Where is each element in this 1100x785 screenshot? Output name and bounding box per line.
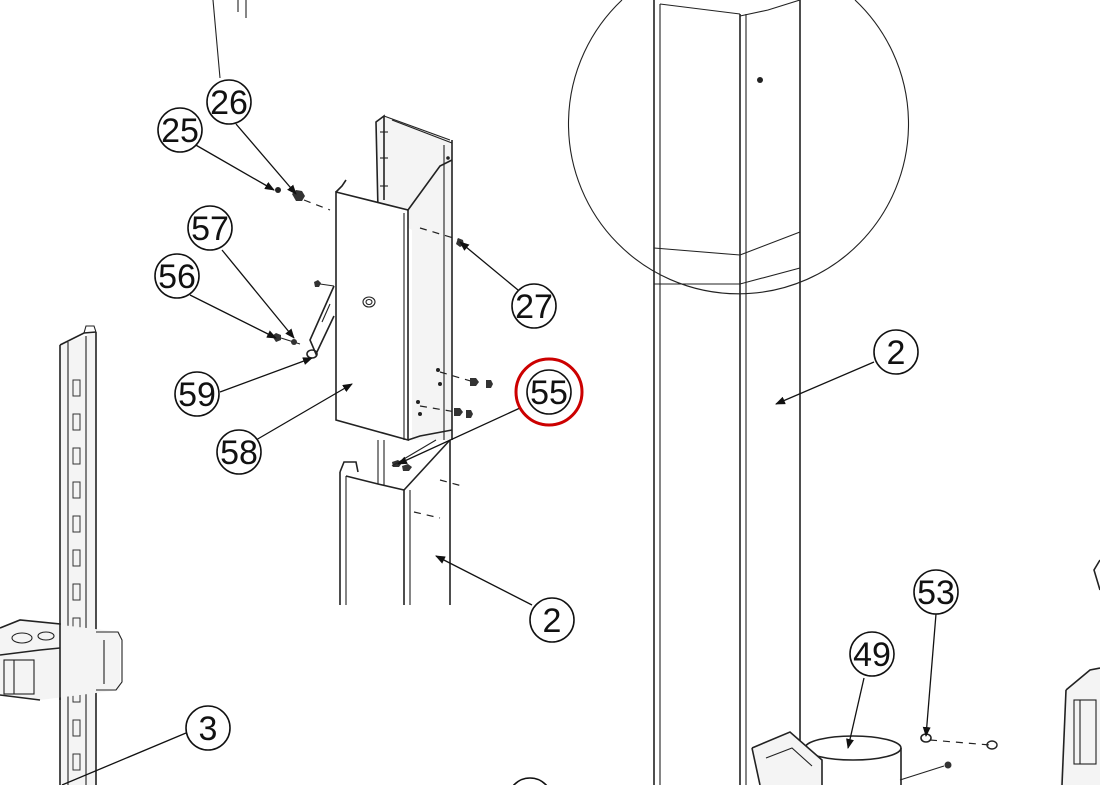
callout-3: 3 [185,705,231,751]
tall-column-2 [653,0,801,785]
callout-26: 26 [206,79,252,125]
rack-slot [72,481,81,499]
leader-lines [61,123,937,785]
rack-slot [72,583,81,601]
callout-52-label: 52 [511,782,549,785]
rack-slot [72,719,81,737]
callout-59-label: 59 [178,376,216,414]
lower-column-2 [339,439,451,605]
bracket-58 [309,114,453,442]
callout-58-label: 58 [220,434,258,472]
callout-3-label: 3 [199,710,218,748]
callout-56: 56 [154,253,200,299]
callout-59: 59 [174,371,220,417]
callout-56-label: 56 [158,258,196,296]
left-rack-column [0,325,123,785]
highlight-ring [514,357,584,427]
fasteners [272,187,493,519]
callout-55: 55 [514,357,584,427]
rack-slot [72,447,81,465]
callout-53: 53 [913,569,959,615]
rack-slot [72,753,81,771]
rack-slot [72,413,81,431]
rack-slot [72,549,81,567]
rack-slot [72,515,81,533]
callout-53-label: 53 [917,574,955,612]
callout-57-label: 57 [191,210,229,248]
callout-55-label: 55 [530,374,568,412]
bottom-right-parts [751,559,1100,785]
callout-26-label: 26 [210,84,248,122]
callout-27: 27 [511,283,557,329]
callout-25-label: 25 [161,112,199,150]
detail-circle [567,0,910,295]
callout-49-label: 49 [853,636,891,674]
callout-52: 52 [511,777,549,785]
callout-27-label: 27 [515,288,553,326]
callout-25: 25 [157,107,203,153]
callout-49: 49 [849,631,895,677]
callout-57: 57 [187,205,233,251]
callout-2-lower: 2 [529,597,575,643]
callout-2-lower-label: 2 [543,602,562,640]
column-clamp [0,619,123,701]
rack-slot [72,379,81,397]
callout-2-tall: 2 [873,329,919,375]
callout-58: 58 [216,429,262,475]
callout-2-tall-label: 2 [887,334,906,372]
upper-cable-lines [212,0,247,79]
